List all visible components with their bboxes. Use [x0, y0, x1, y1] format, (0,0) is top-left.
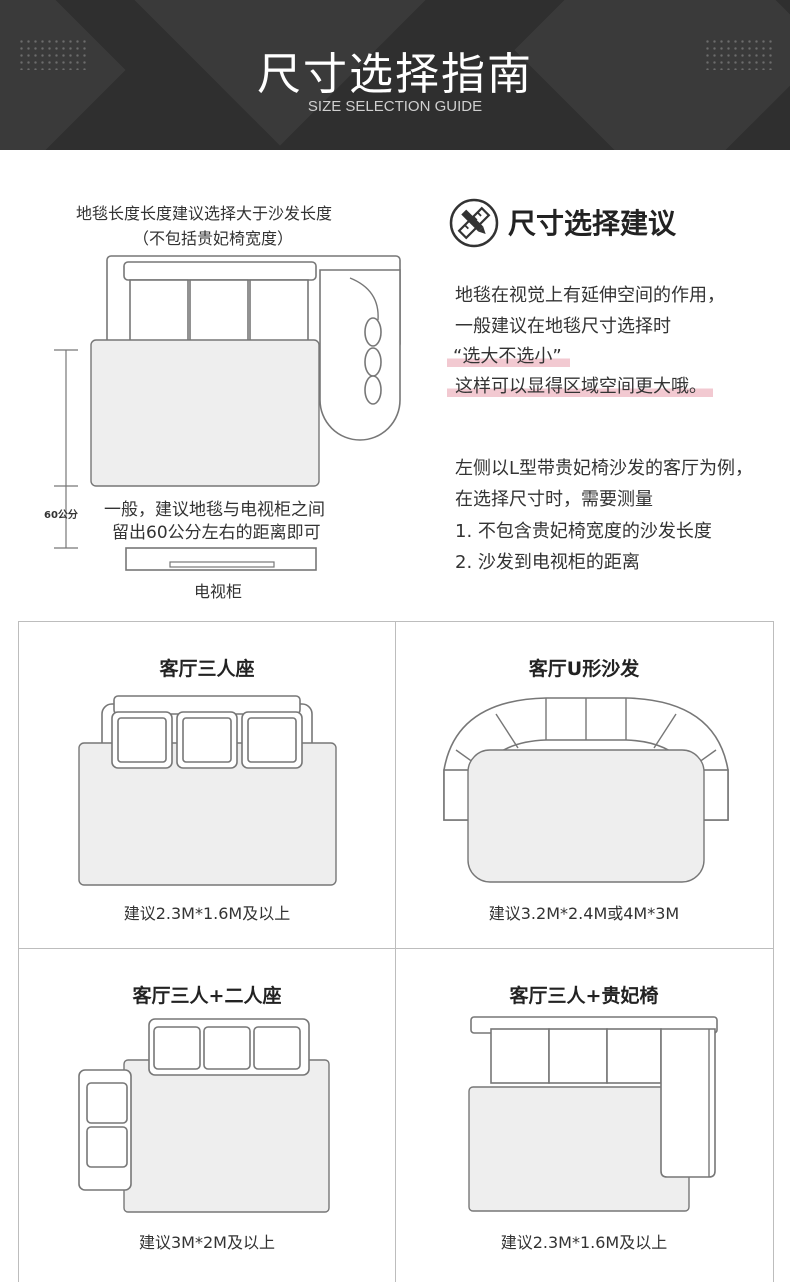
distance-note-line1: 一般，建议地毯与电视柜之间	[104, 500, 325, 520]
advice-line-2: 一般建议在地毯尺寸选择时	[455, 316, 671, 337]
card-suggestion: 建议2.3M*1.6M及以上	[123, 904, 291, 923]
card-u-shape: 客厅U形沙发 建议3.2M*2.4M或4M*3M	[396, 622, 772, 948]
card-title: 客厅三人座	[159, 658, 255, 680]
three-plus-two-diagram	[78, 1018, 330, 1213]
three-plus-chaise-diagram	[468, 1016, 718, 1212]
card-title: 客厅U形沙发	[528, 658, 640, 680]
dot-pattern-right	[704, 38, 774, 70]
sofa-back	[123, 261, 317, 281]
u-shape-diagram	[443, 697, 729, 883]
l-sofa-layout-diagram	[54, 255, 401, 571]
card-title: 客厅三人+贵妃椅	[509, 985, 659, 1007]
card-suggestion: 建议3M*2M及以上	[139, 1233, 275, 1252]
page-title: 尺寸选择指南	[257, 49, 533, 100]
card-three-plus-chaise: 客厅三人+贵妃椅 建议2.3M*1.6M及以上	[396, 949, 772, 1275]
header-banner: 尺寸选择指南 SIZE SELECTION GUIDE	[0, 0, 790, 150]
advice-title: 尺寸选择建议	[508, 207, 677, 240]
advice-line-8: 2. 沙发到电视柜的距离	[455, 552, 640, 573]
advice-line-3: “选大不选小”	[447, 346, 570, 367]
layout-options-grid: 客厅三人座 建议2.3M*1.6M及以上 客厅U形沙发	[18, 621, 774, 1282]
card-title: 客厅三人+二人座	[132, 985, 282, 1007]
tv-cabinet-label: 电视柜	[194, 582, 243, 601]
grid-divider	[395, 622, 396, 1282]
advice-line-6: 在选择尺寸时，需要测量	[455, 489, 653, 510]
advice-line-5: 左侧以L型带贵妃椅沙发的客厅为例，	[455, 458, 754, 479]
card-suggestion: 建议2.3M*1.6M及以上	[500, 1233, 668, 1252]
card-three-seat: 客厅三人座 建议2.3M*1.6M及以上	[19, 622, 395, 948]
advice-line-7: 1. 不包含贵妃椅宽度的沙发长度	[455, 521, 712, 542]
dot-pattern-left	[18, 38, 88, 70]
grid-divider	[19, 948, 773, 949]
chaise-lounge	[319, 269, 401, 441]
diagram-caption-line1: 地毯长度长度建议选择大于沙发长度	[76, 204, 333, 223]
rug	[90, 339, 320, 487]
distance-note-line2: 留出60公分左右的距离即可	[112, 523, 321, 543]
page-subtitle: SIZE SELECTION GUIDE	[307, 98, 483, 115]
advice-highlight-2: 这样可以显得区域空间更大哦。	[447, 372, 713, 398]
ruler-pencil-icon	[449, 198, 499, 248]
card-suggestion: 建议3.2M*2.4M或4M*3M	[488, 904, 680, 923]
card-three-plus-two: 客厅三人+二人座 建议3M*2M及以上	[19, 949, 395, 1275]
diagram-caption-line2: （不包括贵妃椅宽度）	[133, 229, 294, 248]
sofa-seat	[249, 279, 309, 351]
distance-label: 60公分	[44, 510, 78, 521]
sofa-seat	[189, 279, 249, 351]
advice-highlight-1: “选大不选小”	[447, 342, 570, 368]
advice-line-4: 这样可以显得区域空间更大哦。	[447, 376, 713, 397]
three-seat-diagram	[78, 695, 337, 886]
advice-line-1: 地毯在视觉上有延伸空间的作用，	[455, 285, 725, 306]
